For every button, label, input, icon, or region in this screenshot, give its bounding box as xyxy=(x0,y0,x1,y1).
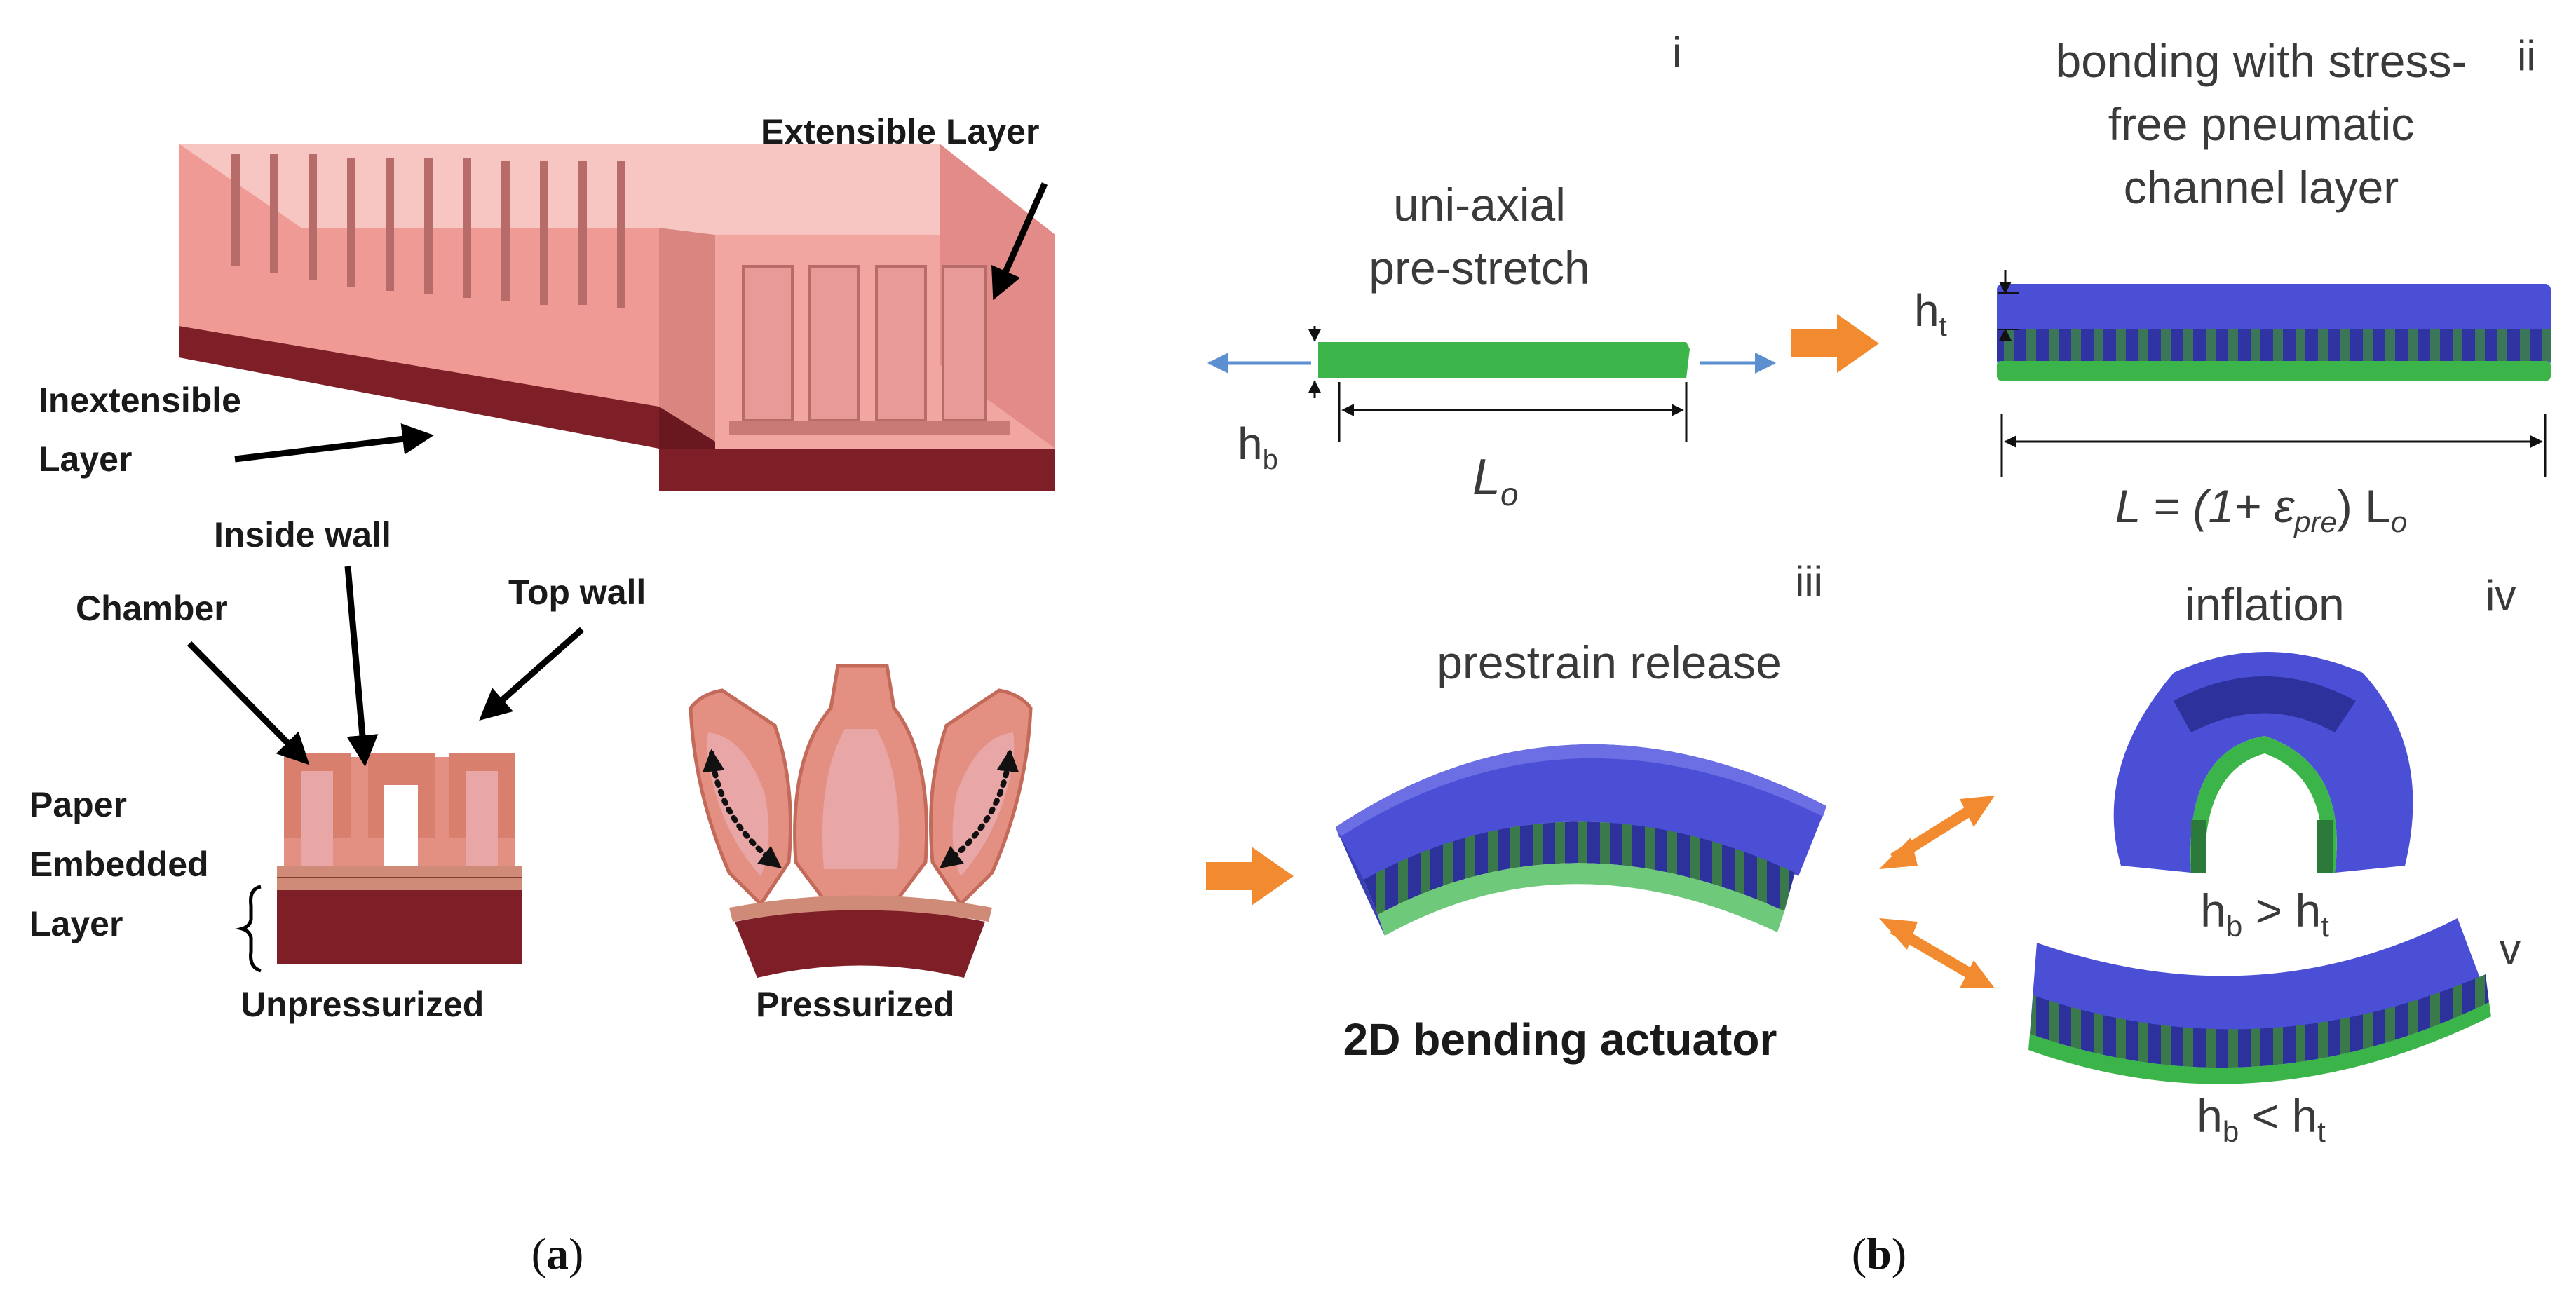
bonded-strip xyxy=(1997,270,2551,477)
orange-double-arrow-lower xyxy=(1879,918,1995,988)
arrow-inside-wall xyxy=(344,566,379,767)
label-condition-gt: hb > ht xyxy=(2200,885,2329,943)
arrow-top-wall xyxy=(479,627,584,721)
roman-i: i xyxy=(1672,29,1681,76)
label-inextensible-line2: Layer xyxy=(39,439,132,479)
step-ii-line3: channel layer xyxy=(2124,161,2399,213)
label-condition-lt: hb < ht xyxy=(2197,1090,2326,1148)
label-top-wall: Top wall xyxy=(508,573,646,612)
arrow-inextensible-layer xyxy=(234,423,434,463)
prestretch-strip xyxy=(1207,326,1776,442)
inextensible-layer-base xyxy=(179,326,659,449)
orange-arrow-2 xyxy=(1206,847,1294,906)
step-ii-line2: free pneumatic xyxy=(2108,98,2415,150)
label-pressurized: Pressurized xyxy=(756,985,954,1024)
label-chamber: Chamber xyxy=(76,589,228,628)
reverse-bent-actuator xyxy=(2028,918,2491,1084)
extensible-layer-front xyxy=(179,144,659,407)
step-ii-line1: bonding with stress- xyxy=(2056,35,2467,87)
actuator-3d-block xyxy=(179,144,1055,491)
label-2d-bending-actuator: 2D bending actuator xyxy=(1343,1014,1777,1065)
caption-b: (b) xyxy=(1852,1229,1906,1278)
exposed-chambers xyxy=(729,265,1010,435)
roman-ii: ii xyxy=(2517,32,2536,79)
step-iv-label: inflation xyxy=(2185,578,2345,630)
label-inextensible-line1: Inextensible xyxy=(39,381,241,420)
cross-section-pressurized xyxy=(689,664,1033,978)
caption-a: (a) xyxy=(531,1229,584,1278)
label-ht: ht xyxy=(1914,285,1947,342)
label-length-equation: L = (1+ εpre) Lo xyxy=(2115,480,2407,538)
label-unpressurized: Unpressurized xyxy=(240,985,484,1024)
brace-paper-layer xyxy=(235,885,262,973)
orange-double-arrow-upper xyxy=(1879,796,1995,869)
label-paper-layer: Layer xyxy=(29,904,123,943)
label-lo: Lo xyxy=(1472,449,1519,512)
step-i-line2: pre-stretch xyxy=(1369,242,1589,294)
roman-v: v xyxy=(2500,926,2521,973)
step-i-line1: uni-axial xyxy=(1393,179,1566,231)
label-inside-wall: Inside wall xyxy=(214,515,391,554)
label-embedded: Embedded xyxy=(29,845,209,884)
panel-a: Extensible Layer Inextensible Layer Insi… xyxy=(29,112,1055,1278)
roman-iv: iv xyxy=(2486,572,2516,619)
arrow-extensible-layer xyxy=(991,182,1048,301)
inflated-ring-actuator xyxy=(2113,652,2413,873)
arrow-chamber xyxy=(187,641,310,765)
label-hb: hb xyxy=(1238,418,1278,475)
chamber-slots xyxy=(231,154,625,308)
bent-actuator xyxy=(1336,744,1826,936)
roman-iii: iii xyxy=(1795,558,1823,605)
cross-section-unpressurized xyxy=(277,753,522,964)
label-extensible-layer: Extensible Layer xyxy=(761,112,1039,151)
panel-b: i uni-axial pre-stretch hb Lo ii bonding… xyxy=(1206,29,2551,1278)
orange-arrow-1 xyxy=(1791,314,1879,373)
label-paper: Paper xyxy=(29,785,127,824)
step-iii-label: prestrain release xyxy=(1437,636,1782,688)
